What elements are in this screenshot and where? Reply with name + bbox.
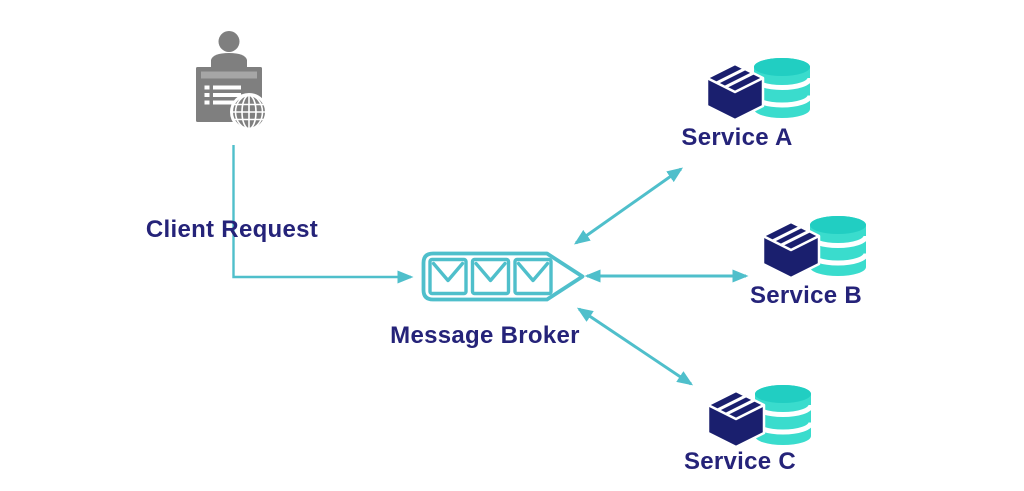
envelope-icon (470, 257, 511, 296)
broker-envelopes (428, 257, 553, 296)
panel-header-bar (201, 71, 257, 79)
service-a-label: Service A (681, 124, 793, 151)
arrow-broker-service-a (573, 167, 684, 245)
service-a-icon (707, 58, 810, 120)
globe-icon (230, 93, 268, 131)
service-c-icon (708, 385, 811, 447)
arrow-client-to-broker (232, 145, 414, 284)
service-b-icon (763, 216, 866, 278)
envelope-icon (513, 257, 553, 296)
arrow-broker-service-c (576, 307, 694, 386)
client-request-label: Client Request (145, 216, 319, 243)
envelope-icon (428, 257, 468, 296)
message-broker-label: Message Broker (390, 322, 580, 349)
message-broker-icon (421, 251, 585, 302)
service-c-label: Service C (683, 448, 797, 475)
person-head-icon (218, 31, 240, 52)
client-icon (196, 31, 268, 131)
panel-list-lines (204, 85, 241, 105)
service-b-label: Service B (749, 282, 863, 309)
person-shoulders-icon (211, 53, 247, 68)
